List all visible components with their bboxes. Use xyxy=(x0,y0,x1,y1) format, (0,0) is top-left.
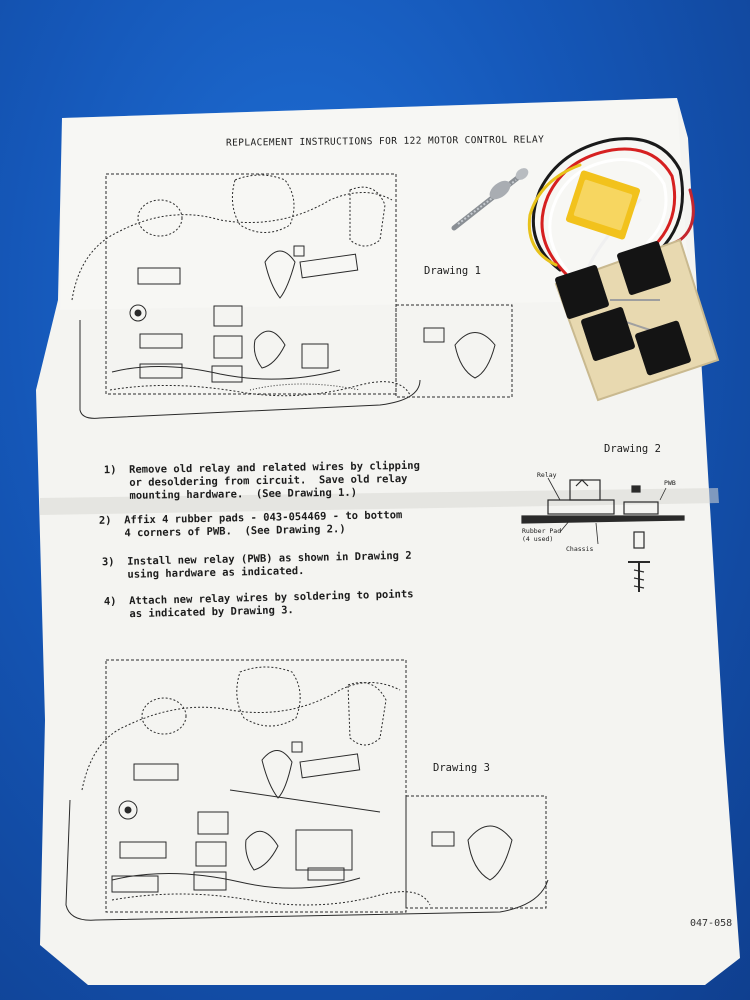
wire-connector xyxy=(565,170,641,240)
sheet-highlight xyxy=(60,98,690,310)
instruction-sheet xyxy=(36,98,740,985)
drawing-1-label: Drawing 1 xyxy=(424,265,481,277)
relay-circuit-board xyxy=(554,238,720,402)
drawing-2-rubber-pad-label: Rubber Pad (4 used) xyxy=(522,527,562,543)
document-number: 047-058 xyxy=(690,918,733,929)
sheet-fold xyxy=(40,488,719,515)
drawing-2-label: Drawing 2 xyxy=(604,443,661,455)
mounting-screw xyxy=(451,168,529,231)
drawing-1-schematic xyxy=(71,173,513,419)
drawing-2-chassis-label: Chassis xyxy=(566,545,594,553)
drawing-3-schematic xyxy=(65,659,549,921)
drawing-3-label: Drawing 3 xyxy=(433,762,490,774)
drawing-2-pwb-label: PWB xyxy=(664,479,676,487)
drawing-2-mounting-diagram xyxy=(521,477,685,592)
drawing-2-relay-label: Relay xyxy=(537,471,557,479)
